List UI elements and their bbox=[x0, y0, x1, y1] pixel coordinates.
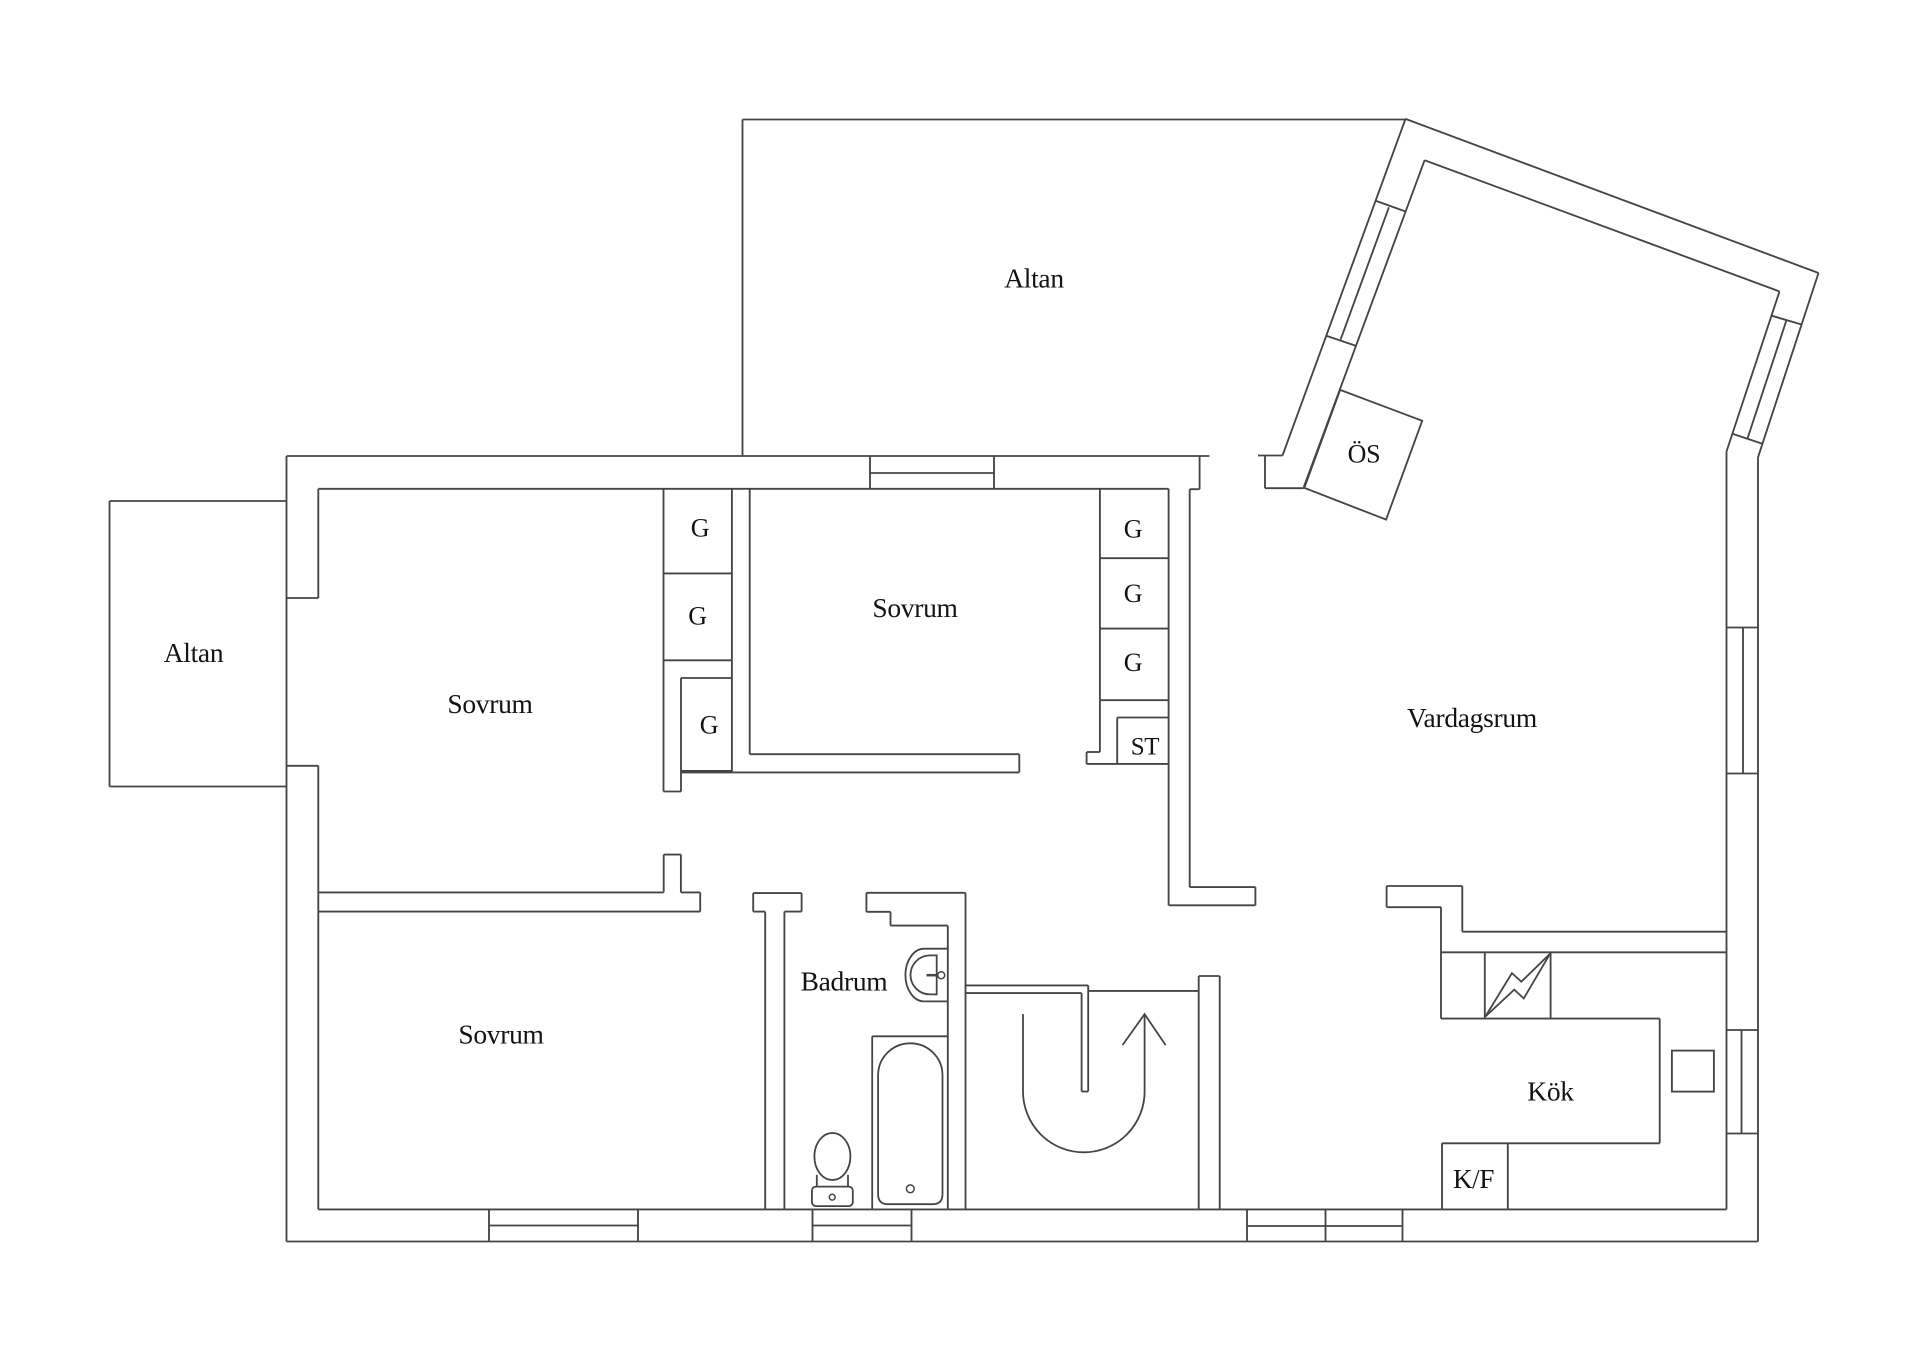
svg-text:G: G bbox=[688, 602, 706, 631]
svg-text:Kök: Kök bbox=[1527, 1076, 1574, 1107]
svg-text:G: G bbox=[1124, 515, 1142, 544]
svg-text:G: G bbox=[700, 711, 718, 740]
svg-text:ÖS: ÖS bbox=[1348, 440, 1381, 469]
svg-text:Sovrum: Sovrum bbox=[447, 688, 532, 719]
svg-text:ST: ST bbox=[1131, 734, 1160, 761]
svg-text:G: G bbox=[1124, 579, 1142, 608]
svg-text:Altan: Altan bbox=[164, 637, 224, 668]
svg-text:Badrum: Badrum bbox=[801, 966, 888, 997]
svg-text:Sovrum: Sovrum bbox=[458, 1019, 543, 1050]
svg-text:Vardagsrum: Vardagsrum bbox=[1407, 702, 1537, 733]
svg-text:G: G bbox=[1124, 648, 1142, 677]
svg-text:G: G bbox=[691, 514, 709, 543]
svg-text:K/F: K/F bbox=[1453, 1164, 1494, 1194]
svg-text:Altan: Altan bbox=[1004, 263, 1064, 294]
svg-text:Sovrum: Sovrum bbox=[872, 592, 957, 623]
